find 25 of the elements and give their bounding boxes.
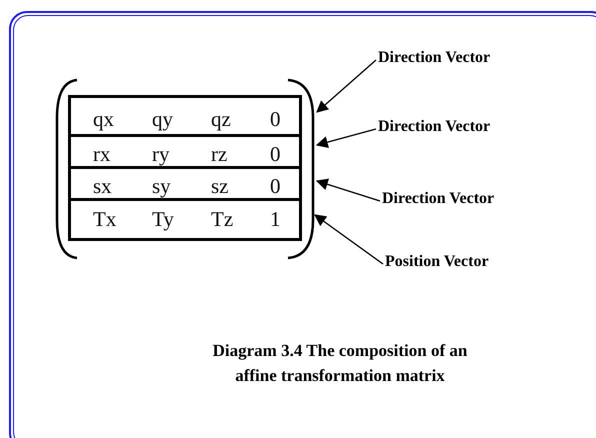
matrix-entry: qz xyxy=(211,109,232,130)
matrix-entry: 0 xyxy=(270,109,282,130)
matrix-entry: qy xyxy=(152,109,174,130)
matrix-entry: 1 xyxy=(270,209,282,230)
matrix-entry: rz xyxy=(211,144,228,165)
matrix-entry: sz xyxy=(211,176,230,197)
arrow xyxy=(316,178,380,202)
arrow xyxy=(314,214,384,265)
matrix-entry: Ty xyxy=(152,209,175,230)
matrix-entry: sy xyxy=(152,176,172,197)
caption: Diagram 3.4 The composition of an affine transformation matrix xyxy=(212,340,468,387)
matrix-entry: ry xyxy=(152,144,170,165)
matrix-entry: 0 xyxy=(270,176,282,197)
matrix-entry: Tz xyxy=(211,209,234,230)
callout-label: Direction Vector xyxy=(382,190,494,208)
matrix-entry: Tx xyxy=(93,209,118,230)
matrix-entry: sx xyxy=(93,176,113,197)
matrix-entry: rx xyxy=(93,144,112,165)
arrow xyxy=(316,60,376,113)
matrix-entry: 0 xyxy=(270,144,282,165)
callout-label: Direction Vector xyxy=(378,118,490,136)
callout-label: Position Vector xyxy=(385,253,489,271)
arrow xyxy=(316,128,376,148)
matrix-entry: qx xyxy=(93,109,115,130)
callout-label: Direction Vector xyxy=(378,49,490,67)
